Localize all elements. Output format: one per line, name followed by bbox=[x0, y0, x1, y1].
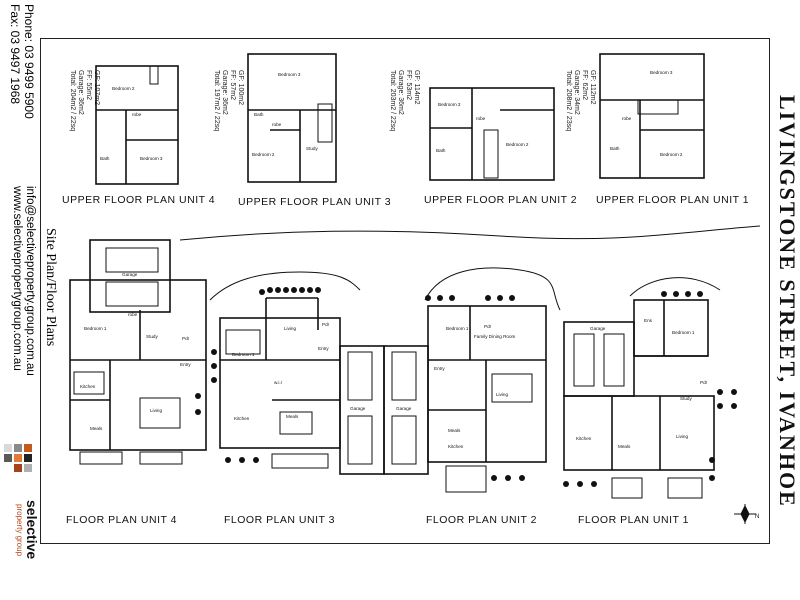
upper-plan-unit-3 bbox=[247, 53, 337, 183]
room-label: Meals bbox=[286, 414, 299, 419]
room-label: Bedroom 2 bbox=[252, 152, 275, 157]
room-label: Pdr bbox=[322, 322, 330, 327]
room-label: Kitchen bbox=[80, 384, 96, 389]
room-label: Bedroom 3 bbox=[140, 156, 163, 161]
north-label: N bbox=[755, 514, 759, 520]
room-label: Bedroom 2 bbox=[112, 86, 135, 91]
room-label: Garage bbox=[350, 406, 366, 411]
room-label: Bath bbox=[100, 156, 110, 161]
brand-logo bbox=[4, 444, 32, 472]
upper-plan-unit-2-label: UPPER FLOOR PLAN UNIT 2 bbox=[424, 194, 578, 206]
room-label: Meals bbox=[90, 426, 103, 431]
room-label: Kitchen bbox=[234, 416, 250, 421]
room-label: Entry bbox=[318, 346, 329, 351]
room-label: robe bbox=[272, 122, 282, 127]
room-label: Study bbox=[146, 334, 158, 339]
ground-plan-unit-4 bbox=[69, 239, 207, 465]
room-label: Bedroom 3 bbox=[650, 70, 673, 75]
upper-plan-unit-2 bbox=[429, 87, 555, 181]
room-label: Ens bbox=[644, 318, 653, 323]
room-label: Bedroom 3 bbox=[278, 72, 301, 77]
ground-plan-unit-3 bbox=[219, 297, 385, 475]
room-label: Study bbox=[680, 396, 692, 401]
upper-plan-unit-4 bbox=[95, 65, 179, 185]
ground-plan-unit-2 bbox=[383, 305, 547, 493]
room-label: robe bbox=[132, 112, 142, 117]
room-label: w.i.r bbox=[274, 380, 283, 385]
upper-plan-unit-1 bbox=[599, 53, 705, 179]
upper-plan-unit-4-label: UPPER FLOOR PLAN UNIT 4 bbox=[62, 194, 216, 206]
room-label: Garage bbox=[396, 406, 412, 411]
ground-plan-unit-1 bbox=[563, 299, 715, 499]
room-label: Bedroom 3 bbox=[438, 102, 461, 107]
room-label: Bedroom 1 bbox=[232, 352, 255, 357]
room-label: Living bbox=[676, 434, 688, 439]
north-arrow-icon bbox=[734, 504, 756, 524]
room-label: Living bbox=[284, 326, 296, 331]
room-label: robe bbox=[622, 116, 632, 121]
upper-plan-unit-3-label: UPPER FLOOR PLAN UNIT 3 bbox=[238, 196, 392, 208]
room-label: Living bbox=[496, 392, 508, 397]
room-label: Bedroom 1 bbox=[84, 326, 107, 331]
room-label: Family Dining Room bbox=[474, 334, 516, 339]
ground-plan-unit-4-label: FLOOR PLAN UNIT 4 bbox=[66, 514, 177, 526]
drawing-frame bbox=[40, 38, 770, 544]
ground-plan-unit-2-label: FLOOR PLAN UNIT 2 bbox=[426, 514, 537, 526]
room-label: Meals bbox=[448, 428, 461, 433]
room-label: Bath bbox=[254, 112, 264, 117]
landscaping-shrubs bbox=[195, 287, 737, 487]
room-label: Pdr bbox=[700, 380, 708, 385]
room-label: Entry bbox=[180, 362, 191, 367]
ground-plan-unit-3-label: FLOOR PLAN UNIT 3 bbox=[224, 514, 335, 526]
room-label: Pdr bbox=[484, 324, 492, 329]
room-label: Garage bbox=[590, 326, 606, 331]
room-label: Bath bbox=[610, 146, 620, 151]
upper-plan-unit-1-label: UPPER FLOOR PLAN UNIT 1 bbox=[596, 194, 750, 206]
room-label: Study bbox=[306, 146, 318, 151]
room-label: Bedroom 1 bbox=[672, 330, 695, 335]
room-label: Living bbox=[150, 408, 162, 413]
room-label: Pdr bbox=[182, 336, 190, 341]
room-label: robe bbox=[476, 116, 486, 121]
room-label: Meals bbox=[618, 444, 631, 449]
room-label: Bath bbox=[436, 148, 446, 153]
room-label: Garage bbox=[122, 272, 138, 277]
room-label: Bedroom 2 bbox=[506, 142, 529, 147]
room-label: Bedroom 2 bbox=[660, 152, 683, 157]
room-label: Entry bbox=[434, 366, 445, 371]
room-label: robe bbox=[128, 312, 138, 317]
room-label: Kitchen bbox=[576, 436, 592, 441]
ground-plan-unit-1-label: FLOOR PLAN UNIT 1 bbox=[578, 514, 689, 526]
room-label: Bedroom 1 bbox=[446, 326, 469, 331]
room-label: Kitchen bbox=[448, 444, 464, 449]
